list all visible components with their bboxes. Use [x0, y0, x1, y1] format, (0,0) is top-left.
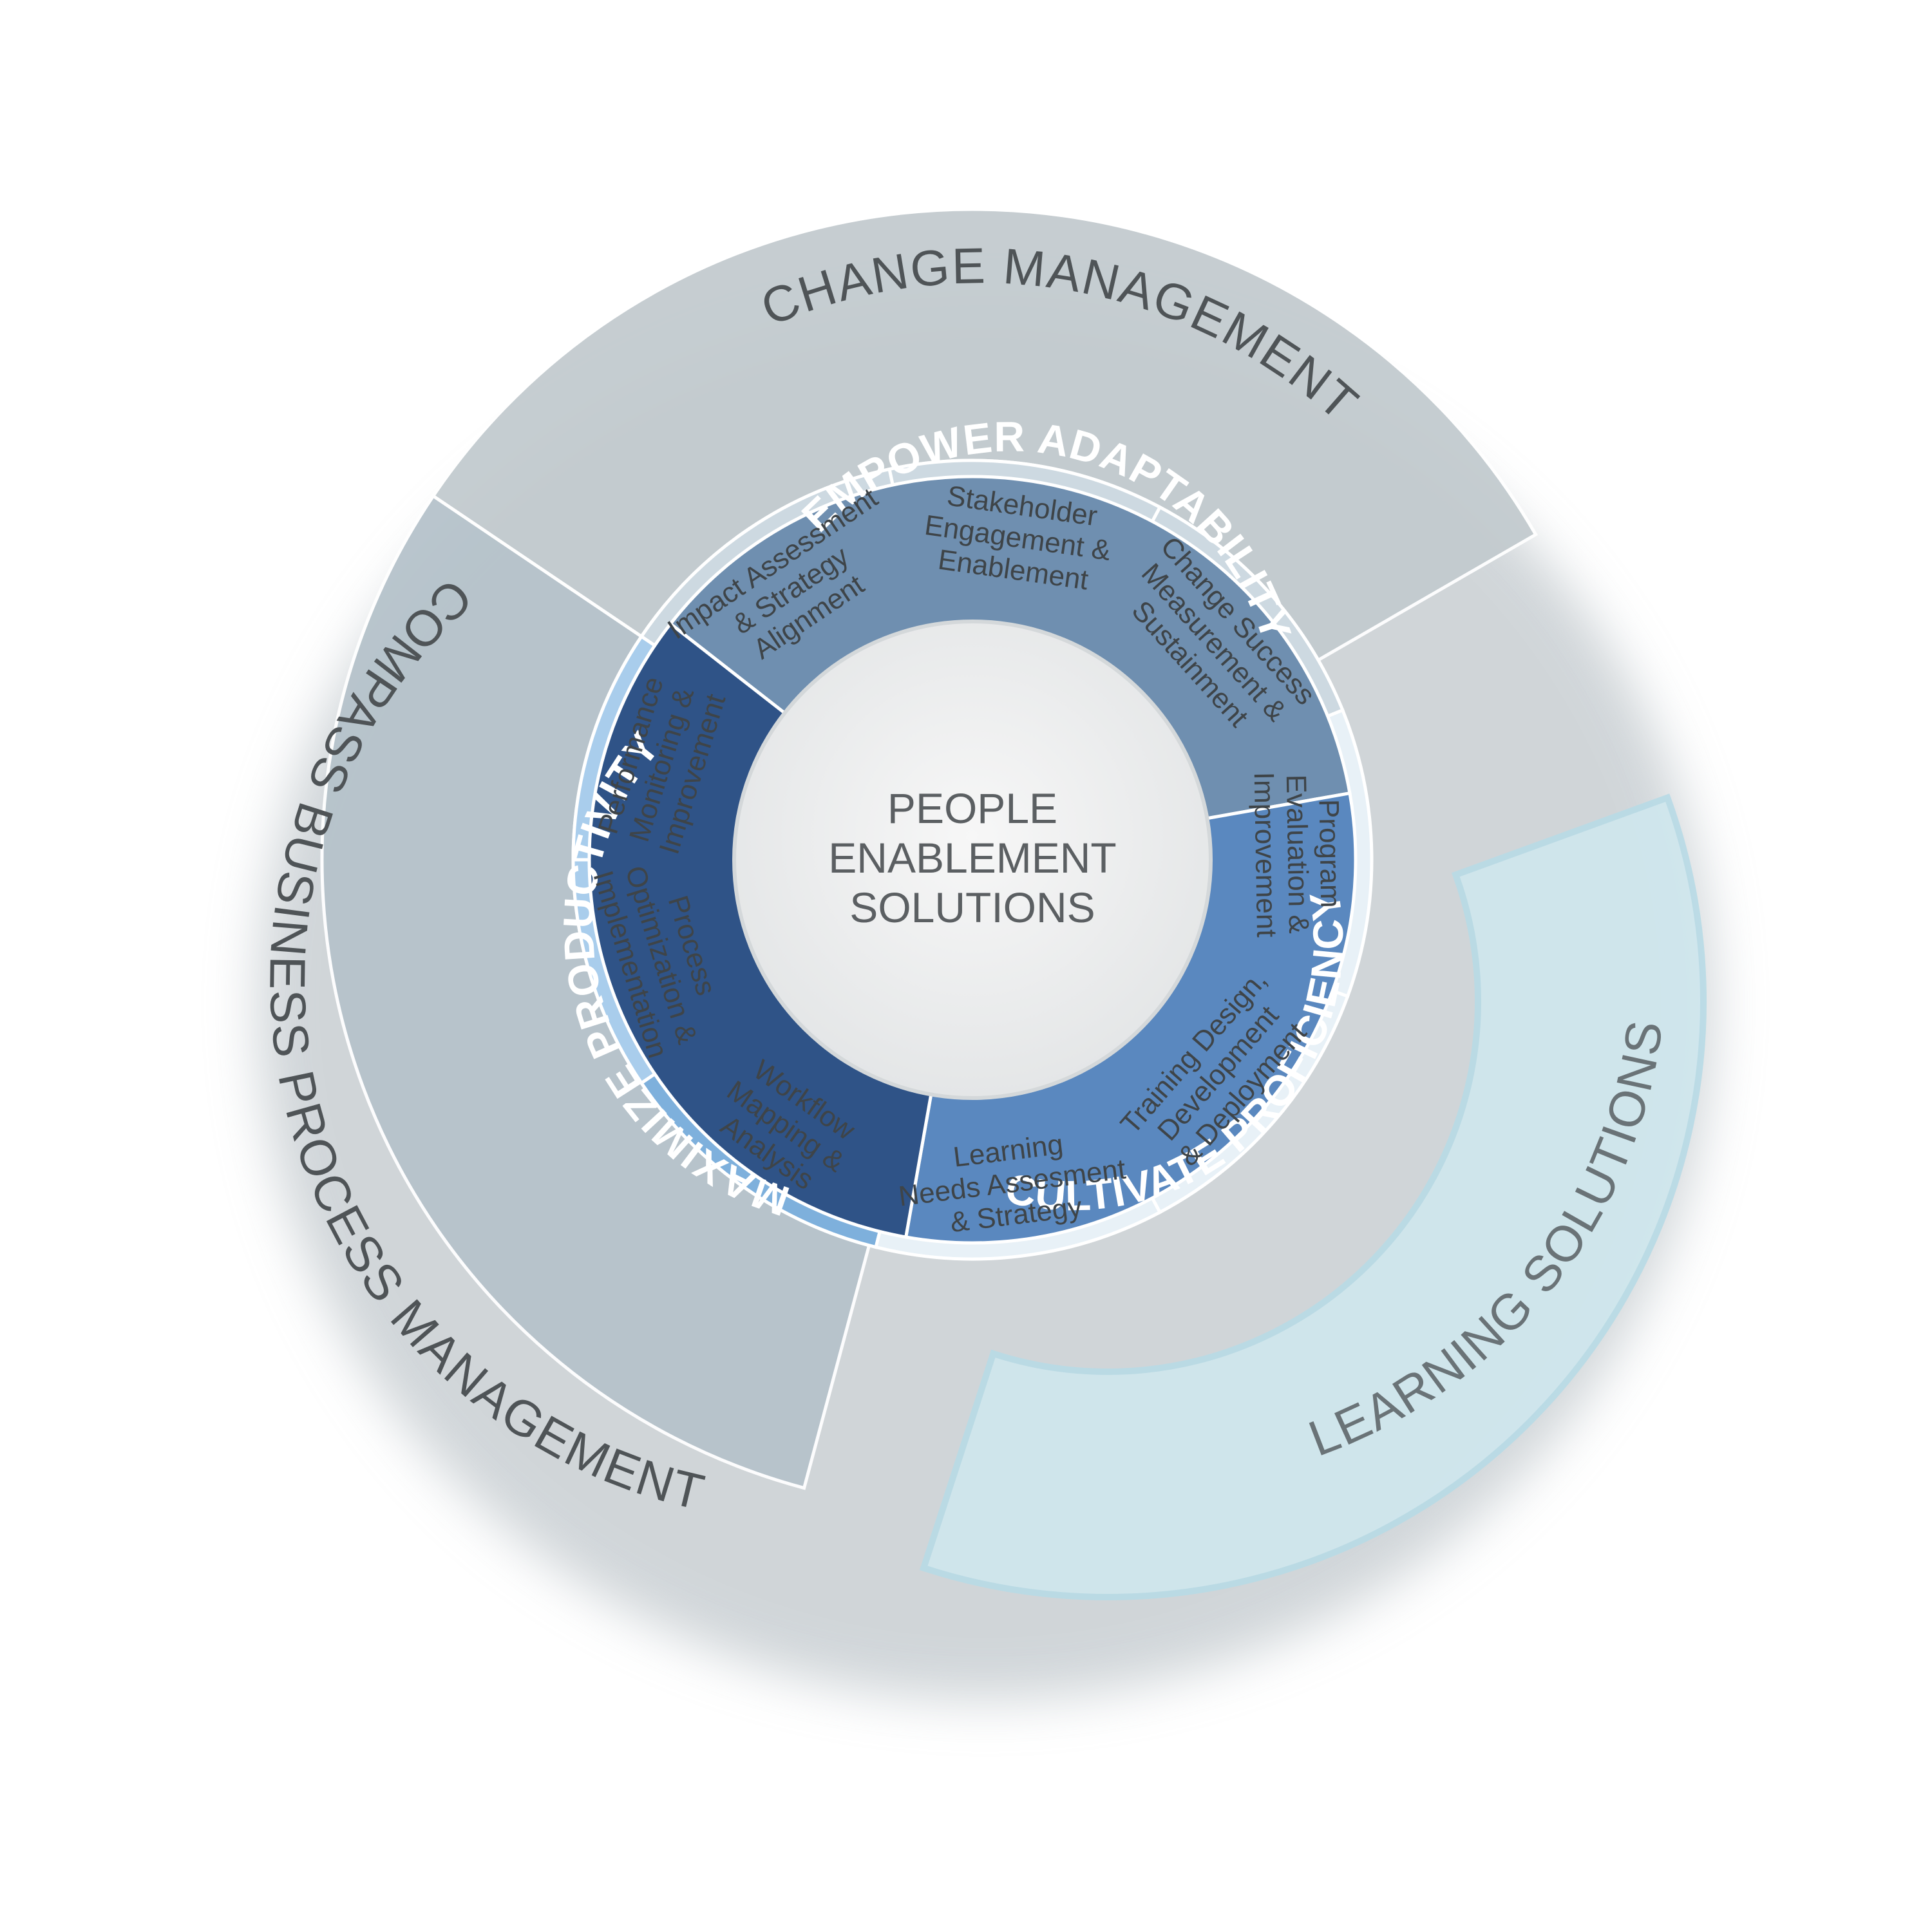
- center-disc: [732, 620, 1213, 1100]
- middle-label-line: Program: [1312, 799, 1346, 909]
- outer-segment-learning-solutions: [919, 793, 1707, 1600]
- inner-ring: [587, 475, 1358, 1245]
- middle-label-line: Improvement: [1248, 772, 1282, 938]
- center-title-line-3: SOLUTIONS: [849, 884, 1095, 931]
- center-title-line-2: ENABLEMENT: [828, 834, 1116, 882]
- middle-label-line: Evaluation &: [1280, 774, 1314, 934]
- center-title-line-1: PEOPLE: [887, 784, 1057, 832]
